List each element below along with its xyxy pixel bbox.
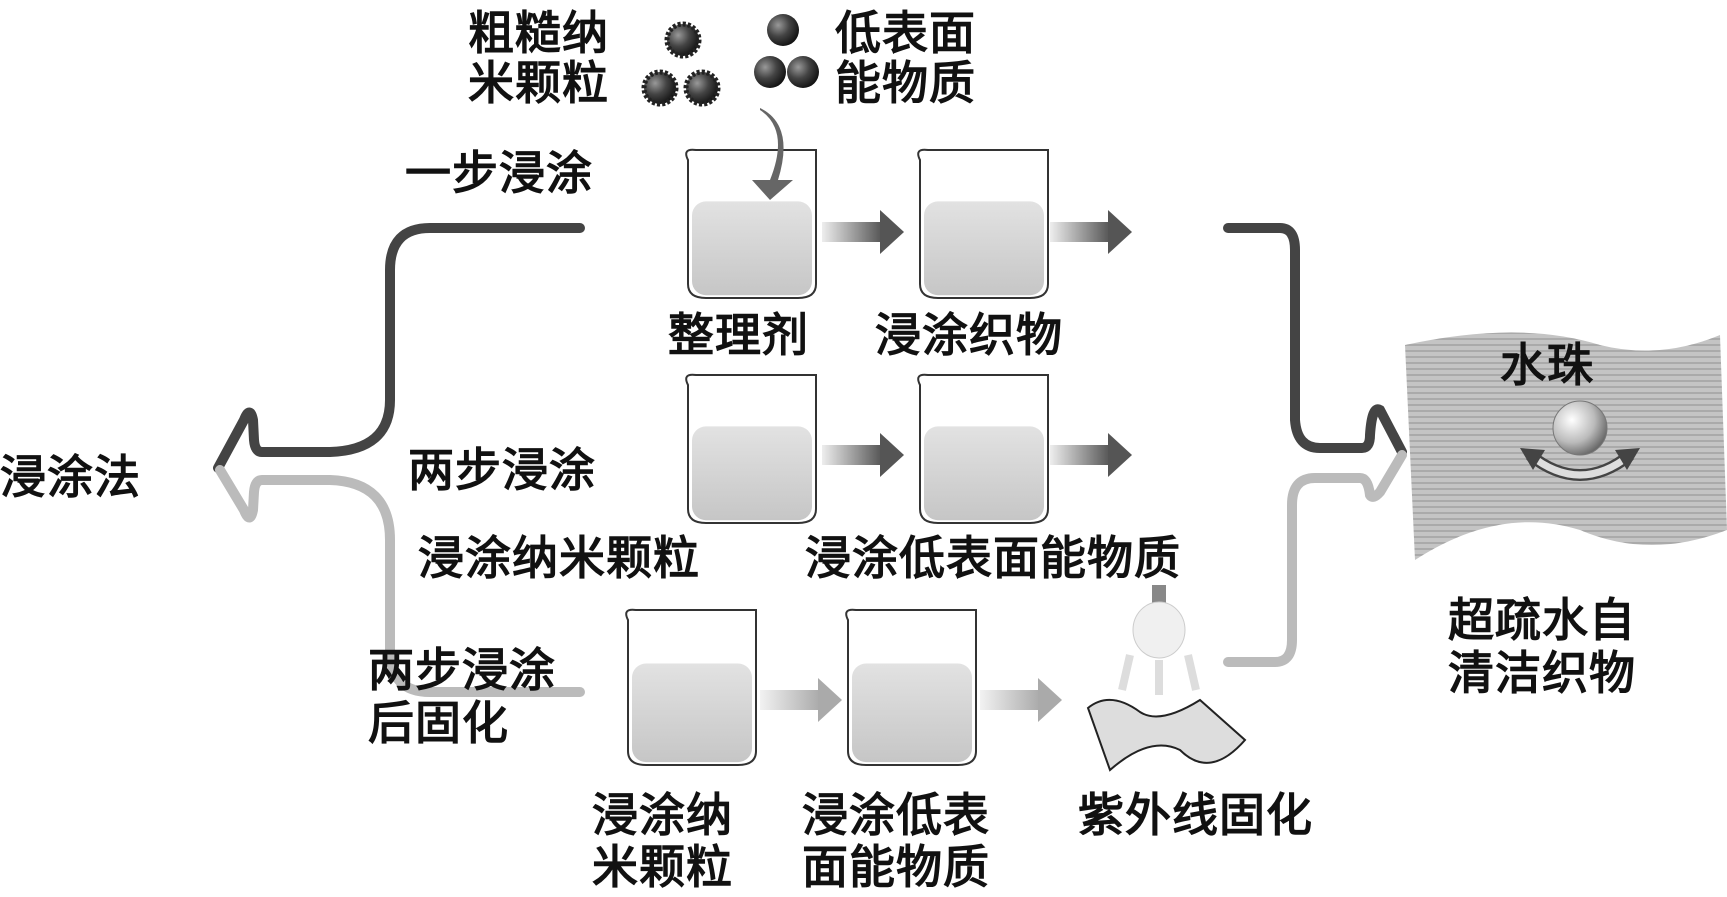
low-energy-label-1: 低表面 bbox=[835, 6, 976, 60]
result-label-1: 超疏水自 bbox=[1448, 593, 1636, 647]
row3-step2-1: 浸涂低表 bbox=[802, 788, 990, 842]
left-bracket-dark bbox=[213, 223, 585, 473]
row2-step1: 浸涂纳米颗粒 bbox=[418, 531, 700, 585]
nanoparticle-icons bbox=[641, 21, 721, 107]
right-bracket-dark bbox=[1223, 223, 1407, 457]
low-surface-energy-balls bbox=[754, 14, 819, 88]
step-arrow bbox=[822, 210, 904, 254]
beaker-nanoparticle bbox=[685, 373, 817, 524]
low-energy-label-2: 能物质 bbox=[835, 56, 976, 110]
row3-step1-2: 米颗粒 bbox=[592, 840, 733, 894]
row1-step2: 浸涂织物 bbox=[875, 308, 1063, 362]
row1-name: 一步浸涂 bbox=[405, 146, 593, 200]
pour-arrow bbox=[752, 108, 793, 200]
row3-step1-1: 浸涂纳 bbox=[592, 788, 733, 842]
beaker-uv-nanoparticle bbox=[625, 608, 757, 766]
superhydrophobic-fabric bbox=[1405, 332, 1727, 560]
nanoparticle-label-2: 米颗粒 bbox=[468, 56, 609, 110]
droplet-label: 水珠 bbox=[1500, 338, 1594, 392]
row3-name-2: 后固化 bbox=[368, 696, 509, 750]
left-bracket-light bbox=[215, 465, 585, 697]
row2-step2: 浸涂低表面能物质 bbox=[805, 531, 1181, 585]
step-arrow bbox=[980, 678, 1062, 722]
row3-step2-2: 面能物质 bbox=[802, 840, 990, 894]
step-arrow bbox=[1050, 433, 1132, 477]
beaker-finishing-agent bbox=[685, 148, 817, 299]
row3-name-1: 两步浸涂 bbox=[368, 643, 556, 697]
cured-fabric bbox=[1086, 698, 1247, 772]
nanoparticle-label-1: 粗糙纳 bbox=[468, 6, 609, 60]
method-title: 浸涂法 bbox=[0, 450, 141, 504]
row2-name: 两步浸涂 bbox=[408, 443, 596, 497]
uv-lamp-icon bbox=[1118, 585, 1200, 695]
water-droplet-icon bbox=[1552, 400, 1608, 456]
beaker-uv-low-energy bbox=[845, 608, 977, 766]
step-arrow bbox=[760, 678, 842, 722]
step-arrow bbox=[822, 433, 904, 477]
row1-step1: 整理剂 bbox=[668, 308, 809, 362]
beaker-dip-fabric bbox=[917, 148, 1049, 299]
row3-step3: 紫外线固化 bbox=[1078, 788, 1313, 842]
step-arrow bbox=[1050, 210, 1132, 254]
right-bracket-light bbox=[1223, 450, 1407, 667]
beaker-low-energy bbox=[917, 373, 1049, 524]
result-label-2: 清洁织物 bbox=[1448, 646, 1636, 700]
